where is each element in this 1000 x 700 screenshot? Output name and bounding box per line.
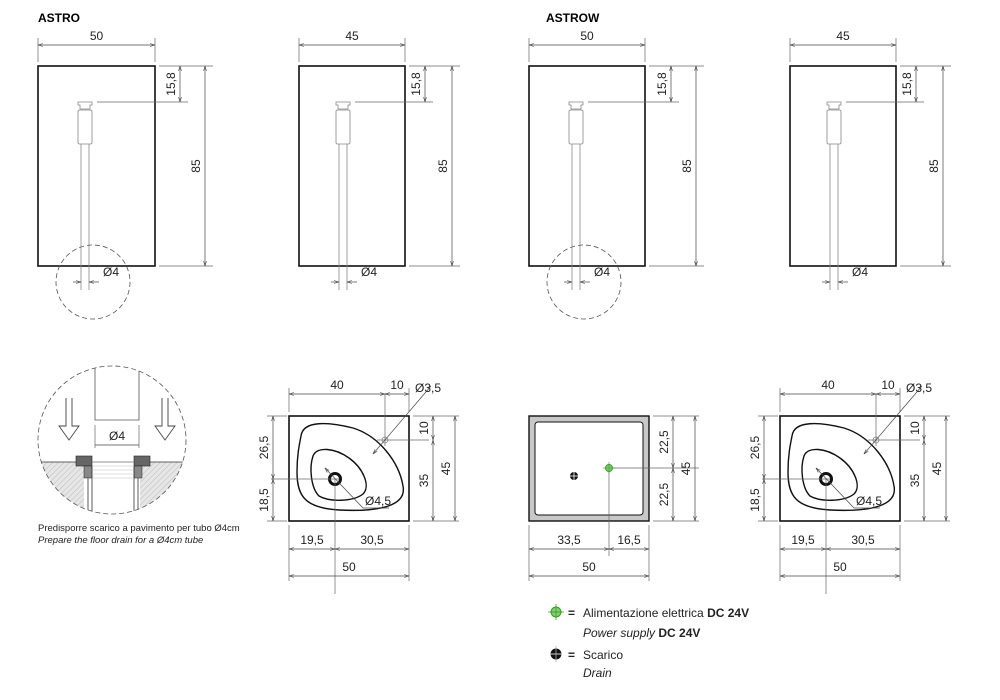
drain-seal <box>83 465 93 479</box>
dim-top-a: 40 <box>330 378 344 392</box>
title-astrow: ASTROW <box>546 11 600 25</box>
drain-flange <box>75 455 93 467</box>
tube-diameter-label: Ø4 <box>103 265 119 279</box>
dim-width: 50 <box>833 560 847 574</box>
legend-drain-english: Drain <box>583 666 612 680</box>
faucet-body <box>568 109 584 145</box>
dim-left-a: 26,5 <box>257 435 271 459</box>
title-astro: ASTRO <box>38 11 80 25</box>
basin-top-view <box>288 415 410 522</box>
leader-line <box>816 468 855 509</box>
dim-bottom-a: 33,5 <box>557 533 581 547</box>
tube-section <box>94 366 140 421</box>
cabinet-inner-top <box>534 421 644 516</box>
drain-diameter-label: Ø4,5 <box>856 494 882 508</box>
dim-right-a: 10 <box>908 421 922 435</box>
cabinet-front-view <box>528 65 646 267</box>
drain-flange <box>133 455 151 467</box>
dim-top-b: 10 <box>881 378 895 392</box>
tube-diameter-label: Ø4 <box>594 265 610 279</box>
dim-right-b: 35 <box>908 474 922 488</box>
detail-circle <box>37 365 187 515</box>
leader-line <box>373 385 432 454</box>
dim-width: 50 <box>582 560 596 574</box>
legend-power-italian: Alimentazione elettrica DC 24V <box>583 606 749 620</box>
dim-top-a: 40 <box>821 378 835 392</box>
faucet-body <box>826 109 842 145</box>
drain-seal <box>133 465 143 479</box>
basin-top-view <box>779 415 901 522</box>
faucet-offset-dimension: 15,8 <box>655 72 669 96</box>
flow-arrow-icon <box>154 398 176 441</box>
legend-text-bold: DC 24V <box>658 626 700 640</box>
detail-callout-circle <box>55 244 131 320</box>
faucet-body <box>335 109 351 145</box>
basin-inner-bowl <box>801 448 858 501</box>
height-dimension: 85 <box>927 159 941 173</box>
dim-bottom-a: 19,5 <box>791 533 815 547</box>
faucet-offset-dimension: 15,8 <box>900 72 914 96</box>
legend-equals: = <box>568 606 575 620</box>
dim-right-b: 22,5 <box>657 482 671 506</box>
leader-line <box>325 468 364 509</box>
note-italian: Predisporre scarico a pavimento per tubo… <box>38 523 240 534</box>
detail-tube-label: Ø4 <box>109 429 125 443</box>
legend-power-english: Power supply DC 24V <box>583 626 700 640</box>
width-dimension: 50 <box>90 29 104 43</box>
tube-diameter-label: Ø4 <box>361 265 377 279</box>
width-dimension: 45 <box>836 29 850 43</box>
faucet-cap <box>335 101 351 110</box>
dim-bottom-b: 30,5 <box>360 533 384 547</box>
height-dimension: 85 <box>189 159 203 173</box>
legend-text-bold: DC 24V <box>707 606 749 620</box>
faucet-hole-label: Ø3,5 <box>906 381 932 395</box>
legend-text: Scarico <box>583 648 623 662</box>
drain-diameter-label: Ø4,5 <box>365 494 391 508</box>
dim-width: 50 <box>342 560 356 574</box>
legend-text: Alimentazione elettrica <box>583 606 707 620</box>
drain-opening <box>84 462 140 514</box>
dim-right-a: 22,5 <box>657 430 671 454</box>
width-dimension: 50 <box>580 29 594 43</box>
legend-equals: = <box>568 648 575 662</box>
tube-diameter-label: Ø4 <box>852 265 868 279</box>
dim-top-b: 10 <box>390 378 404 392</box>
dim-right-b: 35 <box>417 474 431 488</box>
cabinet-front-view <box>298 65 406 267</box>
basin-inner-bowl <box>310 448 367 501</box>
dim-bottom-a: 19,5 <box>300 533 324 547</box>
detail-callout-circle <box>546 244 622 320</box>
dim-right-a: 10 <box>417 421 431 435</box>
legend-text: Power supply <box>583 626 658 640</box>
faucet-body <box>77 109 93 145</box>
dim-depth: 45 <box>439 462 453 476</box>
faucet-cap <box>77 101 93 110</box>
legend-text: Drain <box>583 666 612 680</box>
note-english: Prepare the floor drain for a Ø4cm tube <box>38 535 203 546</box>
dim-depth: 45 <box>679 462 693 476</box>
dim-left-b: 18,5 <box>748 488 762 512</box>
leader-line <box>864 385 923 454</box>
height-dimension: 85 <box>680 159 694 173</box>
width-dimension: 45 <box>345 29 359 43</box>
faucet-cap <box>826 101 842 110</box>
faucet-hole-label: Ø3,5 <box>415 381 441 395</box>
height-dimension: 85 <box>436 159 450 173</box>
basin-outer-rim <box>296 422 404 512</box>
dim-left-a: 26,5 <box>748 435 762 459</box>
flow-arrow-icon <box>58 398 80 441</box>
dim-depth: 45 <box>930 462 944 476</box>
cabinet-front-view <box>789 65 897 267</box>
legend-drain-italian: Scarico <box>583 648 623 662</box>
faucet-offset-dimension: 15,8 <box>164 72 178 96</box>
dim-left-b: 18,5 <box>257 488 271 512</box>
floor-drain-detail <box>38 366 186 514</box>
dim-bottom-b: 16,5 <box>617 533 641 547</box>
basin-outer-rim <box>787 422 895 512</box>
dim-bottom-b: 30,5 <box>851 533 875 547</box>
faucet-cap <box>568 101 584 110</box>
cabinet-front-view <box>37 65 156 267</box>
faucet-offset-dimension: 15,8 <box>409 72 423 96</box>
